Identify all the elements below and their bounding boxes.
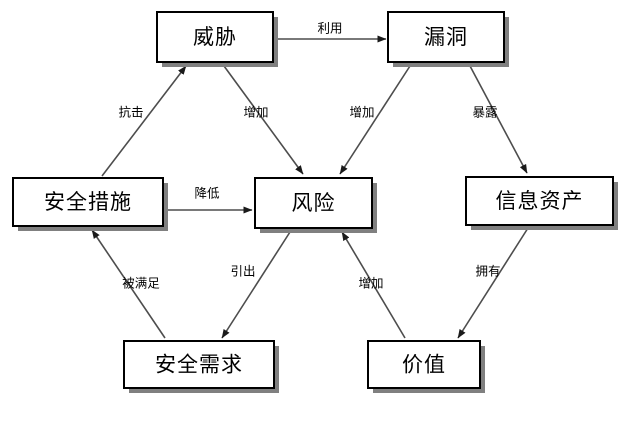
edge-asset-has-value <box>457 227 529 339</box>
node-box-risk <box>254 177 373 229</box>
edge-label-safeguard-reduces-risk: 降低 <box>194 186 220 201</box>
edge-label-requirement-satisfied-by-safeguard: 被满足 <box>122 276 160 291</box>
edge-label-vulnerability-exposes-asset: 暴露 <box>472 105 498 120</box>
edge-label-asset-has-value: 拥有 <box>475 264 500 279</box>
node-vulnerability[interactable]: 漏洞 <box>387 11 509 67</box>
edge-label-value-increases-risk: 增加 <box>358 276 383 291</box>
edge-label-vulnerability-increases-risk: 增加 <box>349 105 374 120</box>
node-label-vulnerability: 漏洞 <box>424 25 468 49</box>
edges-layer <box>91 35 529 339</box>
node-label-requirement: 安全需求 <box>155 353 243 377</box>
node-label-safeguard: 安全措施 <box>44 190 132 214</box>
edge-label-risk-elicits-requirement: 引出 <box>230 264 255 279</box>
node-label-threat: 威胁 <box>193 25 237 49</box>
edge-labels-layer: 利用抗击增加增加暴露降低被满足引出增加拥有 <box>118 21 500 291</box>
node-label-risk: 风险 <box>292 191 336 215</box>
edge-vulnerability-increases-risk <box>339 65 411 175</box>
node-box-requirement <box>123 340 275 389</box>
edge-threat-increases-risk <box>223 65 304 175</box>
node-label-value: 价值 <box>402 353 446 377</box>
node-box-vulnerability <box>387 11 505 63</box>
node-box-asset <box>465 176 614 226</box>
node-label-asset: 信息资产 <box>496 189 584 213</box>
node-value[interactable]: 价值 <box>367 340 485 393</box>
node-threat[interactable]: 威胁 <box>156 11 278 67</box>
edge-vulnerability-exposes-asset <box>469 65 528 174</box>
node-risk[interactable]: 风险 <box>254 177 377 233</box>
edge-label-threat-exploits-vulnerability: 利用 <box>317 21 342 36</box>
node-box-threat <box>156 11 274 63</box>
edge-label-threat-increases-risk: 增加 <box>243 105 268 120</box>
edge-safeguard-counters-threat <box>101 65 187 177</box>
edge-risk-elicits-requirement <box>221 231 291 339</box>
edge-requirement-satisfied-by-safeguard <box>91 229 166 339</box>
edge-value-increases-risk <box>341 231 406 339</box>
node-asset[interactable]: 信息资产 <box>465 176 618 230</box>
edge-label-safeguard-counters-threat: 抗击 <box>118 105 143 120</box>
node-box-value <box>367 340 481 389</box>
node-box-safeguard <box>12 177 164 227</box>
node-safeguard[interactable]: 安全措施 <box>12 177 168 231</box>
node-requirement[interactable]: 安全需求 <box>123 340 279 393</box>
